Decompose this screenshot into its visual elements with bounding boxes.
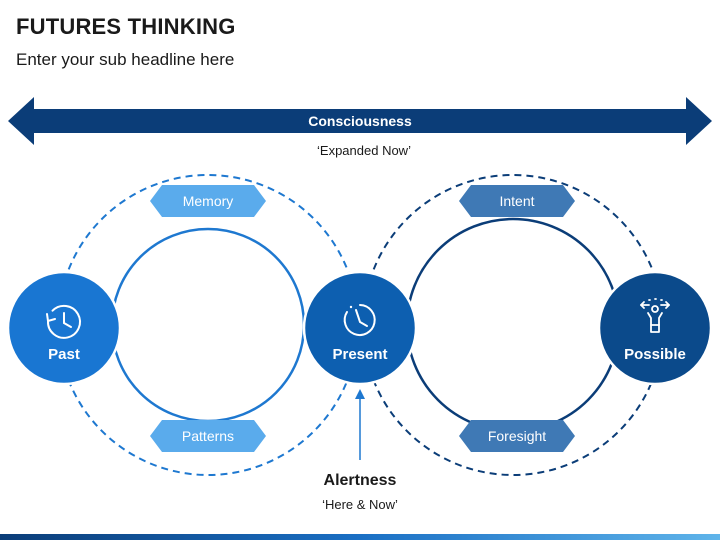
- present-node: Present: [302, 270, 418, 386]
- alertness-pointer: [355, 389, 365, 460]
- person-arrows-icon: [640, 298, 670, 333]
- memory-tag-label: Memory: [183, 193, 234, 209]
- here-and-now-caption: ‘Here & Now’: [322, 497, 398, 512]
- bottom-accent-bar: [0, 534, 720, 540]
- foresight-tag-label: Foresight: [488, 428, 546, 444]
- patterns-tag: Patterns: [150, 420, 266, 452]
- foresight-tag: Foresight: [459, 420, 575, 452]
- page-title: FUTURES THINKING: [16, 14, 236, 39]
- intent-tag-label: Intent: [499, 193, 534, 209]
- clock-icon: [343, 304, 376, 336]
- possible-node: Possible: [597, 270, 713, 386]
- alertness-label: Alertness: [324, 472, 397, 489]
- left-solid-ring: [110, 227, 306, 423]
- expanded-now-caption: ‘Expanded Now’: [317, 143, 411, 158]
- past-node: Past: [6, 270, 122, 386]
- past-label: Past: [48, 346, 80, 363]
- present-label: Present: [332, 346, 387, 363]
- intent-tag: Intent: [459, 185, 575, 217]
- right-solid-ring: [405, 217, 621, 433]
- page-subtitle: Enter your sub headline here: [16, 50, 235, 69]
- consciousness-arrow: Consciousness: [8, 97, 712, 145]
- possible-label: Possible: [624, 346, 686, 363]
- patterns-tag-label: Patterns: [182, 428, 234, 444]
- history-clock-icon: [46, 304, 81, 339]
- consciousness-label: Consciousness: [308, 113, 412, 129]
- memory-tag: Memory: [150, 185, 266, 217]
